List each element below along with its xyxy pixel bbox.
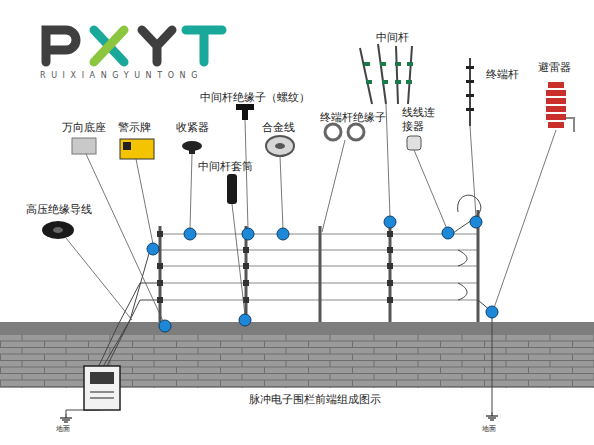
logo	[46, 30, 222, 62]
wall-cap	[0, 322, 594, 335]
ground-symbol	[60, 412, 498, 422]
callout-circles	[147, 216, 498, 332]
part-label: 中间杆套筒	[198, 160, 262, 174]
part-label: 收紧器	[176, 121, 216, 135]
part-label: 终端杆	[486, 68, 526, 82]
part-label: 中间杆绝缘子（螺纹）	[200, 91, 330, 105]
jumper-wires	[66, 195, 492, 414]
part-label: 地面	[56, 424, 80, 434]
leader-lines	[66, 104, 556, 321]
post-insulators	[157, 231, 393, 303]
fence-posts	[160, 210, 478, 322]
part-label: 避雷器	[538, 61, 578, 75]
part-label: 高压绝缘导线	[26, 203, 110, 217]
diagram-caption: 脉冲电子围栏前端组成图示	[215, 393, 415, 407]
part-label: 合金线	[262, 121, 302, 135]
part-label: 警示牌	[118, 121, 158, 135]
logo-text: RUIXIANGYUNTONG	[40, 70, 240, 81]
part-label: 地面	[482, 424, 506, 434]
part-label: 终端杆绝缘子	[320, 111, 390, 125]
part-label: 万向底座	[62, 121, 118, 135]
part-label: 中间杆	[376, 31, 416, 45]
pulse-controller	[84, 366, 120, 410]
part-label: 线线连 接器	[402, 106, 440, 134]
